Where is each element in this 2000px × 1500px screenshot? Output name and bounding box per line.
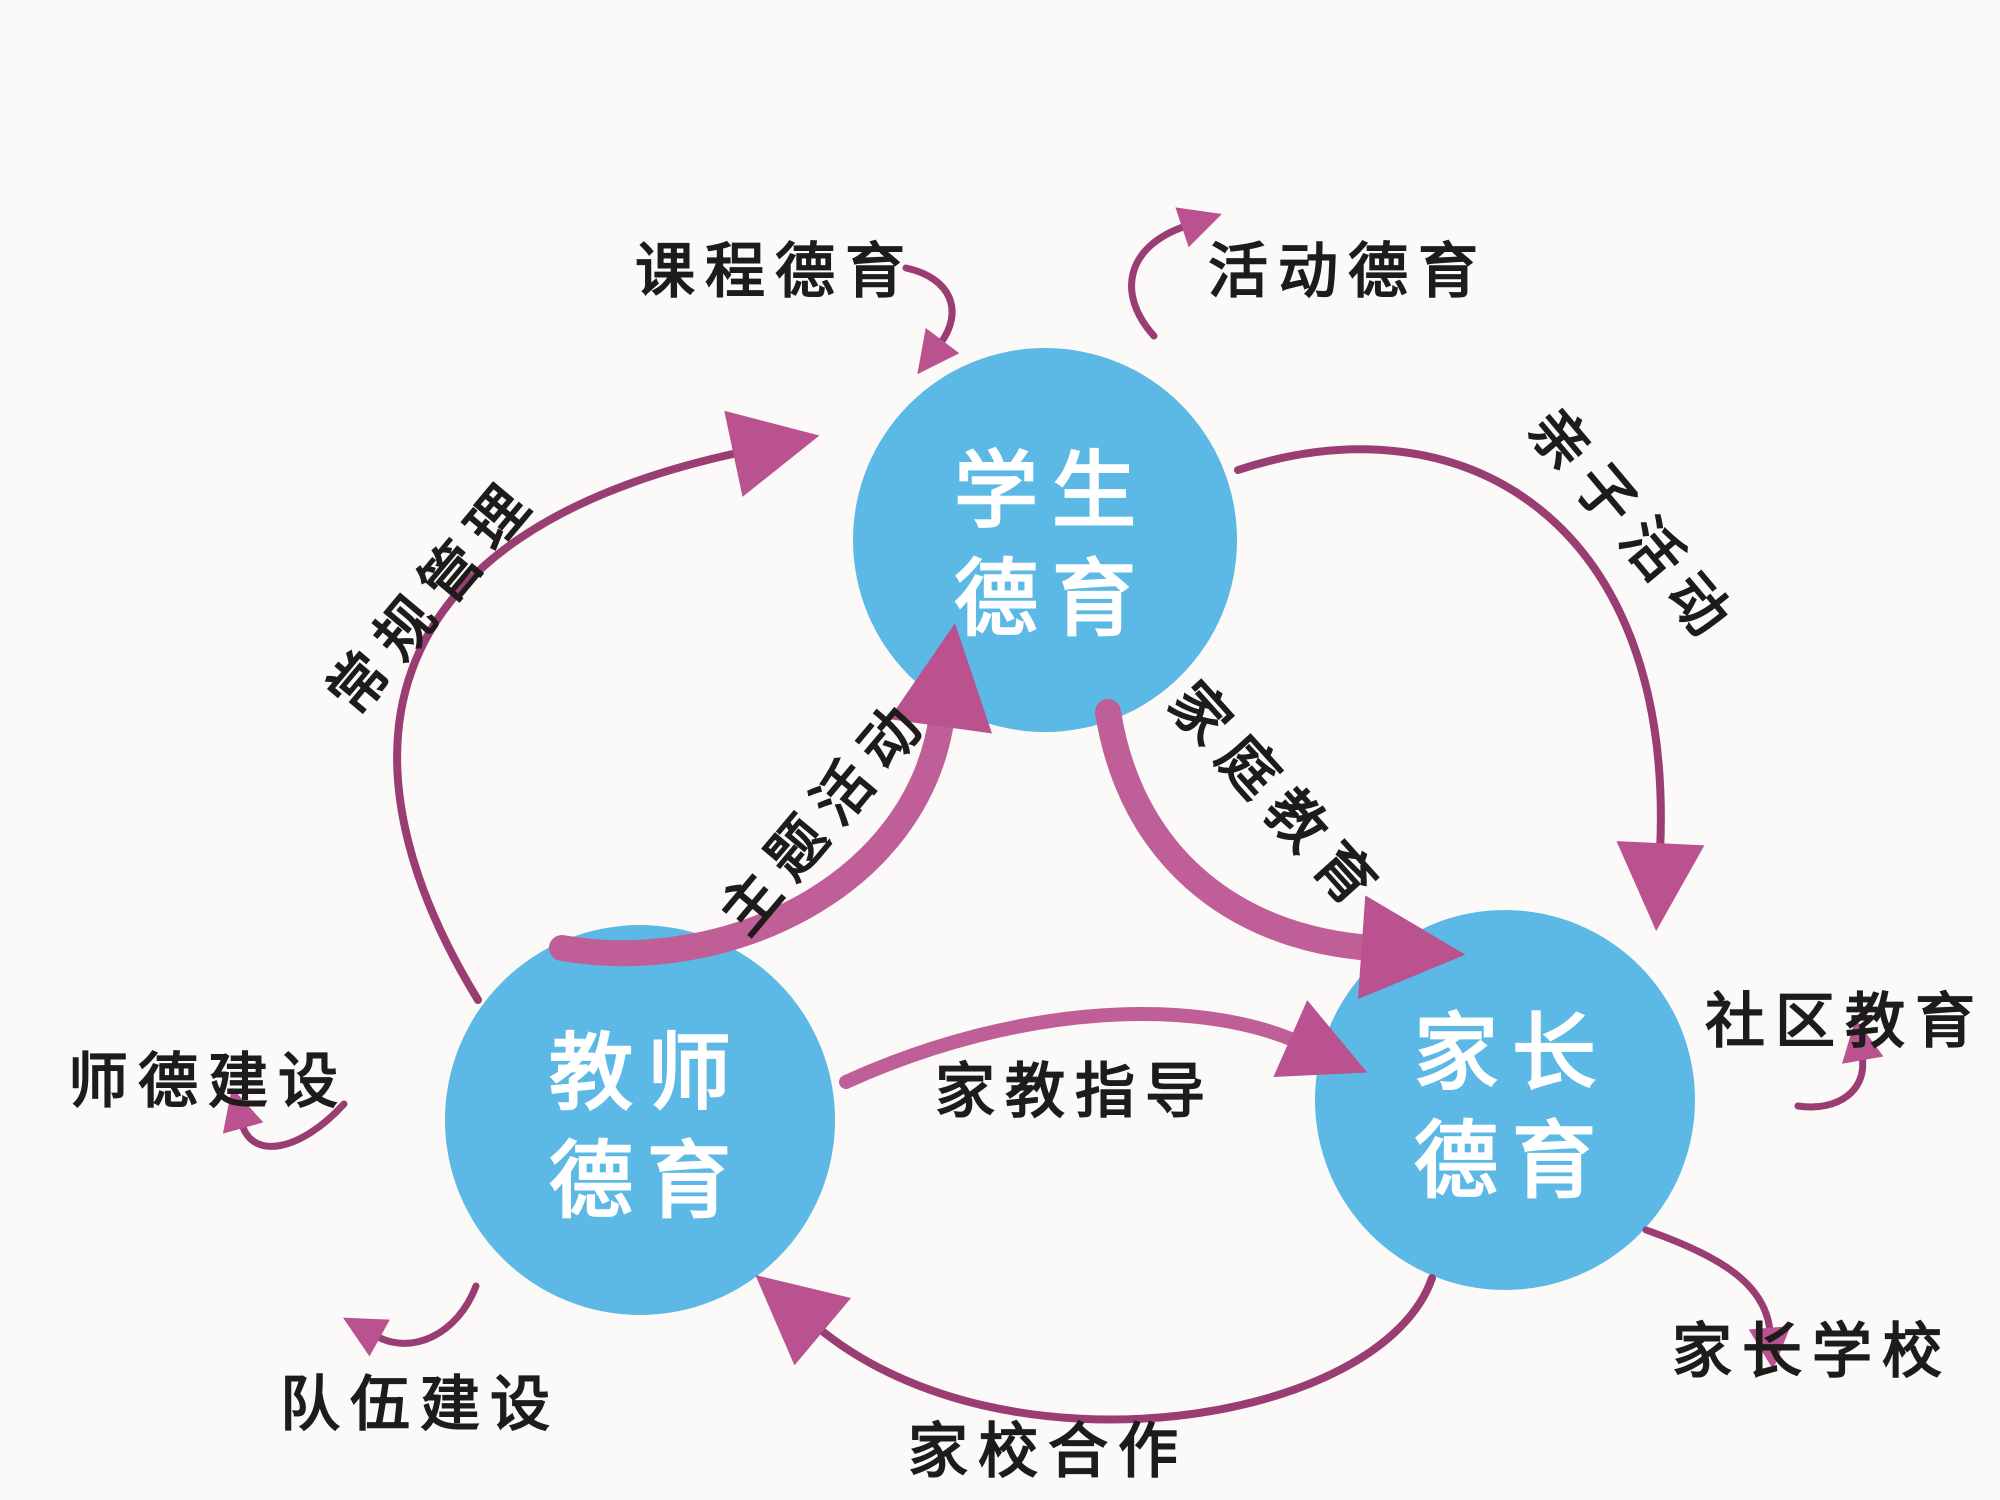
node-teacher-moral-education xyxy=(445,925,835,1315)
student-node-label-line2: 德育 xyxy=(954,554,1150,647)
arrow-parent-school xyxy=(1642,1226,1791,1370)
arrow-team-building xyxy=(342,1282,480,1357)
student-node-label-line1: 学生 xyxy=(954,446,1150,539)
arrow-teacher-ethics-building xyxy=(222,1087,348,1150)
arrow-parent-to-teacher-home-school-cooperation xyxy=(755,1274,1436,1424)
label-teacher-ethics-building: 师德建设 xyxy=(68,1049,348,1115)
label-team-building: 队伍建设 xyxy=(280,1372,560,1438)
label-activity-moral-education: 活动德育 xyxy=(1208,239,1488,305)
arrow-teacher-to-parent-home-education-guidance xyxy=(839,1000,1368,1089)
arrow-teacher-to-student-theme-activity xyxy=(549,623,993,967)
arrow-student-to-parent-parent-child-activity xyxy=(1234,445,1705,932)
parent-node-label-line2: 德育 xyxy=(1414,1116,1610,1209)
teacher-node-label-line1: 教师 xyxy=(549,1028,745,1121)
arrow-student-to-parent-family-education xyxy=(1095,699,1466,1000)
teacher-node-label-line2: 德育 xyxy=(549,1136,745,1229)
arrow-community-education xyxy=(1794,1018,1884,1111)
arrow-curriculum-moral-education xyxy=(902,264,960,375)
arrow-teacher-to-student-routine-management xyxy=(393,410,820,1004)
label-community-education: 社区教育 xyxy=(1705,989,1985,1055)
label-home-school-cooperation: 家校合作 xyxy=(908,1419,1188,1485)
parent-node-label-line1: 家长 xyxy=(1414,1008,1610,1101)
label-home-education-guidance: 家教指导 xyxy=(935,1059,1215,1125)
node-student-moral-education xyxy=(853,348,1237,732)
label-routine-management: 常规管理 xyxy=(316,464,551,726)
node-parent-moral-education xyxy=(1315,910,1695,1290)
label-parent-child-activity: 亲子活动 xyxy=(1515,396,1750,658)
arrow-activity-moral-education xyxy=(1128,207,1222,340)
label-parent-school: 家长学校 xyxy=(1672,1319,1952,1385)
label-curriculum-moral-education: 课程德育 xyxy=(635,239,915,305)
